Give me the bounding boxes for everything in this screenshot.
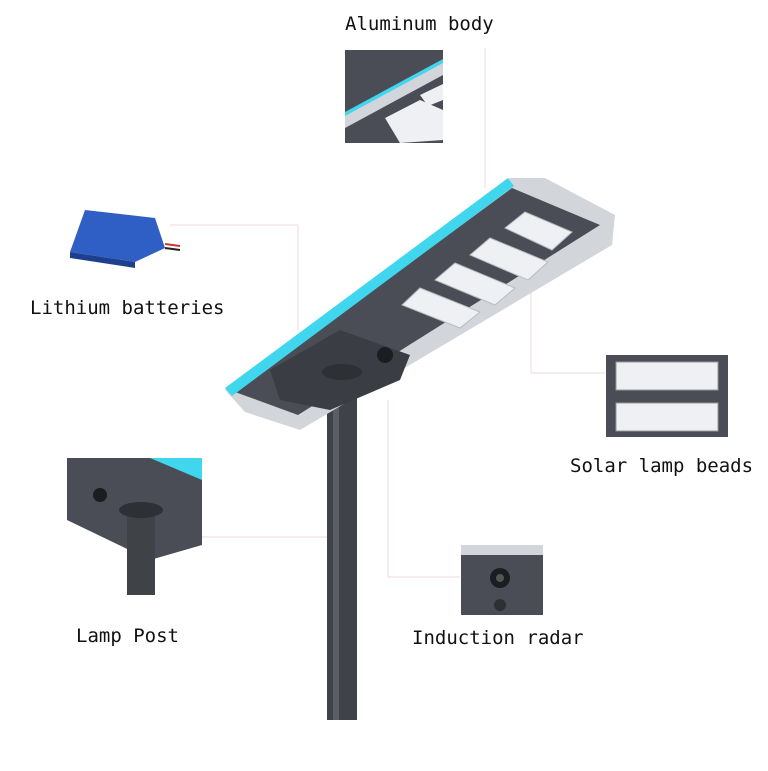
label-solar-lamp-beads: Solar lamp beads [570, 455, 754, 477]
lamp-pole [327, 370, 357, 720]
leader-lines [170, 48, 605, 578]
radar-sensor [377, 347, 393, 363]
label-induction-radar: Induction radar [412, 627, 584, 649]
led-modules [401, 211, 573, 329]
induction-radar-inset [461, 545, 543, 615]
accent-strip [225, 178, 514, 396]
label-aluminum-body: Aluminum body [345, 13, 494, 35]
lamp-head [225, 178, 615, 430]
lamp-post-inset [67, 458, 202, 595]
leader-line-radar [387, 400, 460, 578]
solar-lamp-beads-inset [606, 355, 728, 437]
label-lithium-batteries: Lithium batteries [30, 297, 225, 319]
aluminum-body-inset [345, 50, 443, 143]
label-lamp-post: Lamp Post [76, 625, 179, 647]
lithium-battery-image [70, 210, 181, 268]
leader-line-battery [170, 224, 299, 330]
leader-line-beads [530, 290, 605, 374]
